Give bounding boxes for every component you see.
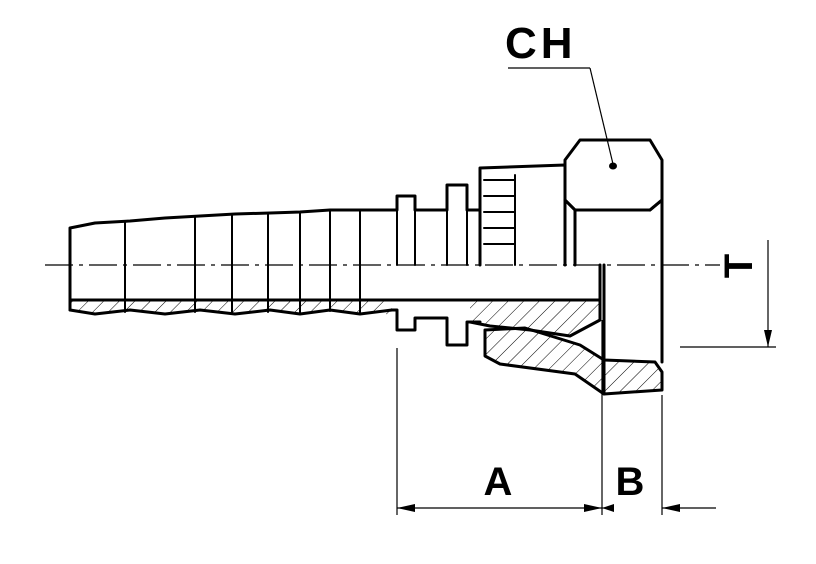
lower-section [468,263,664,396]
hose-stem [68,208,472,316]
hex-nut [563,138,664,267]
knurled-ring [478,163,567,267]
label-a: A [484,460,513,504]
ch-marker-dot [609,162,617,170]
ab-dimensions [396,320,716,515]
ch-leader [508,67,614,165]
label-b: B [616,460,645,504]
label-t: T [717,254,761,278]
label-ch: CH [505,19,577,68]
collar-ribs [390,183,482,347]
t-dimension [680,240,776,348]
